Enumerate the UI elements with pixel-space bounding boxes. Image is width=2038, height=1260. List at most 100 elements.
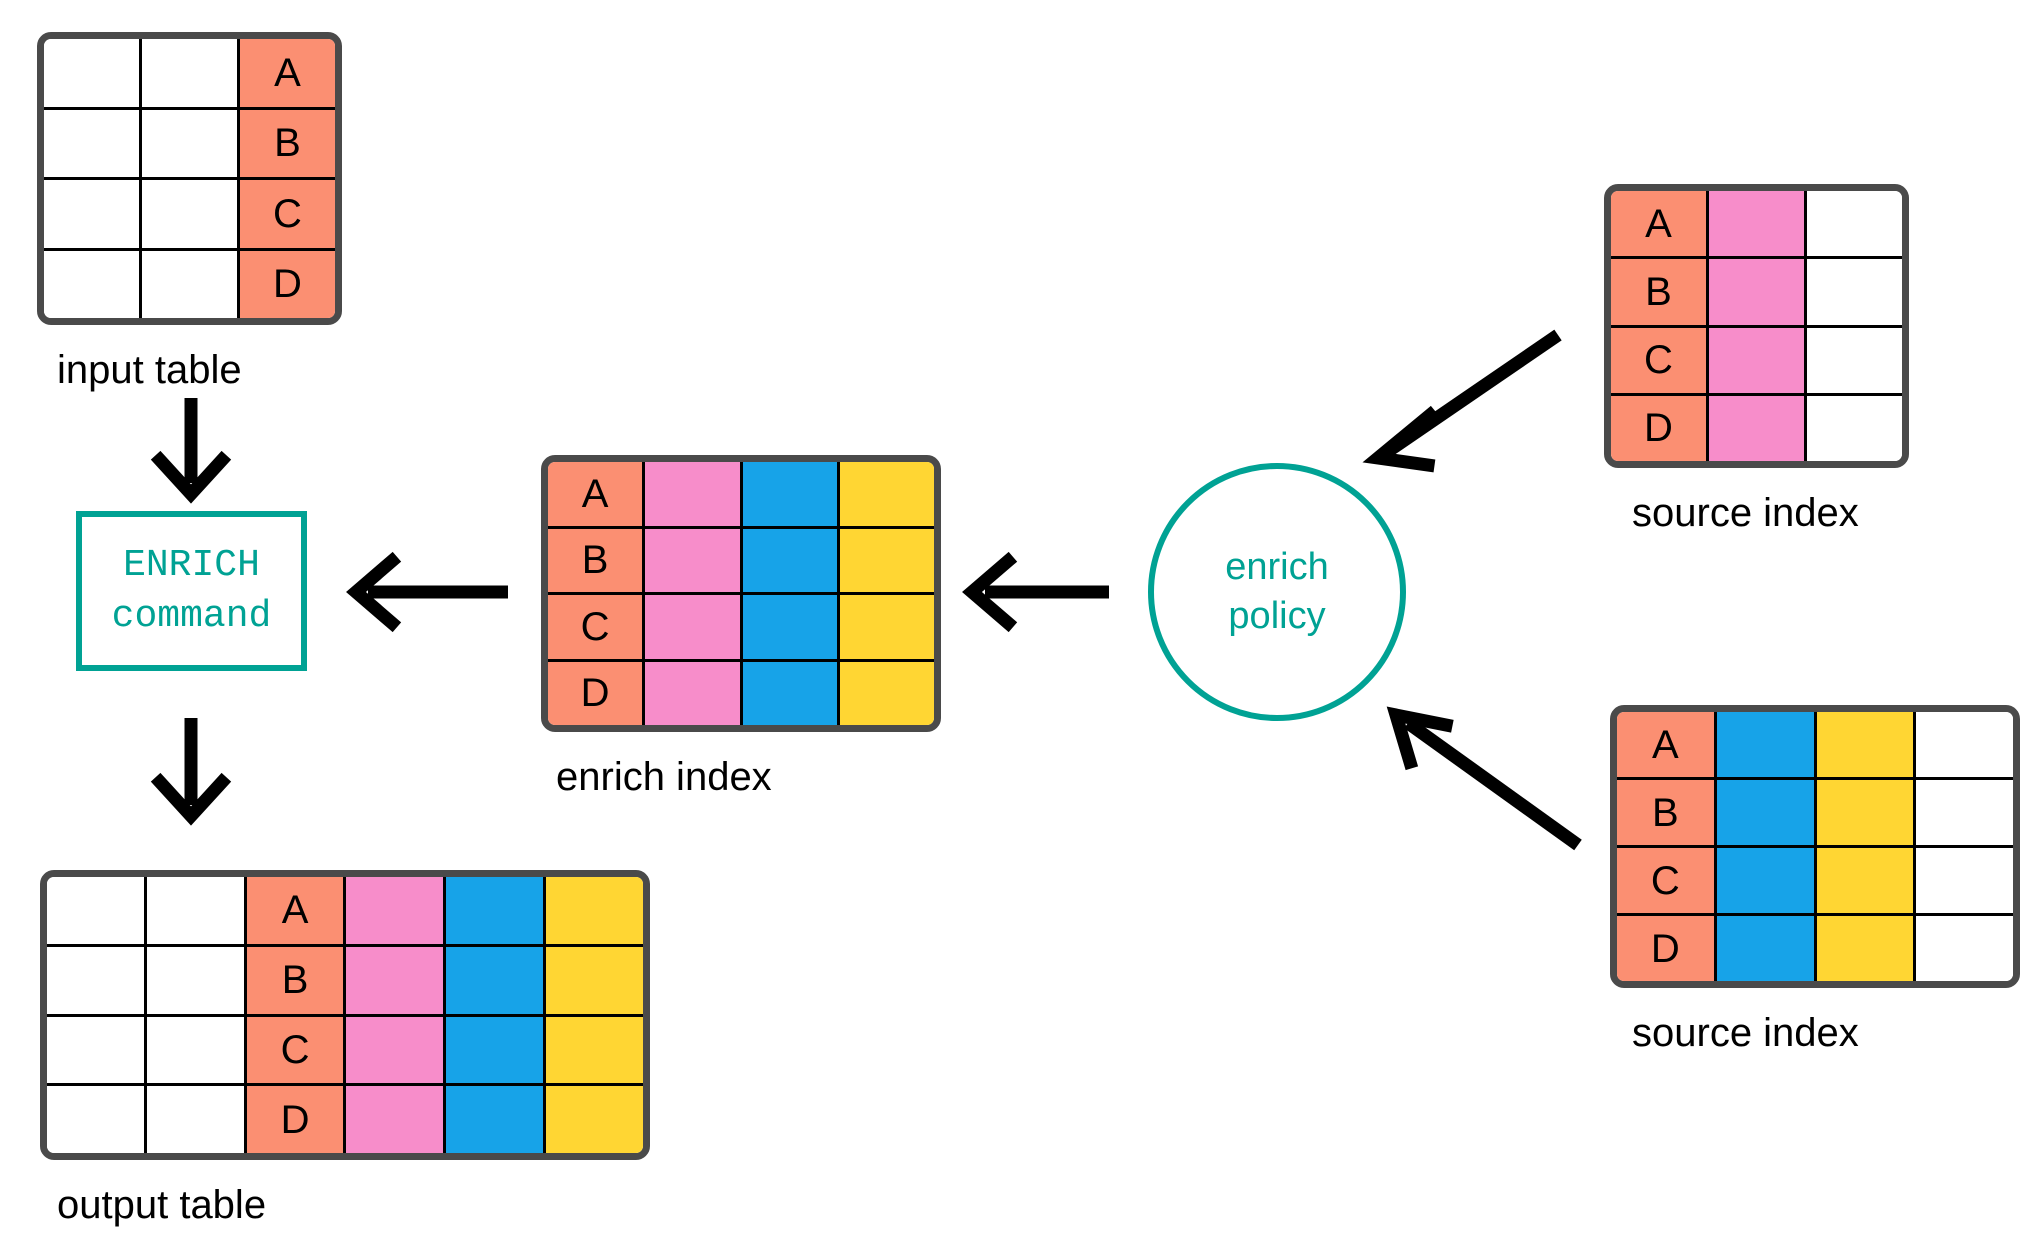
source-index-top-table: A B C D bbox=[1604, 184, 1909, 468]
enrich-policy-node[interactable]: enrich policy bbox=[1148, 463, 1406, 721]
table-cell-blank bbox=[47, 946, 147, 1014]
table-cell-field bbox=[1709, 327, 1807, 393]
table-cell-field bbox=[446, 946, 547, 1014]
table-cell-field bbox=[1816, 848, 1917, 913]
table-row: D bbox=[47, 1086, 643, 1153]
table-cell-field bbox=[546, 1016, 643, 1084]
table-cell-field bbox=[1716, 780, 1817, 845]
table-row: A bbox=[1617, 712, 2013, 780]
table-cell-key: B bbox=[1617, 780, 1717, 845]
table-cell-field bbox=[1816, 712, 1917, 777]
enrich-command-line1: ENRICH bbox=[123, 543, 260, 587]
table-cell-field bbox=[346, 1086, 447, 1153]
table-cell-field bbox=[346, 877, 447, 944]
table-row: D bbox=[1617, 916, 2013, 981]
table-cell-blank bbox=[1807, 395, 1902, 461]
table-cell-blank bbox=[142, 39, 240, 107]
table-row: D bbox=[44, 250, 335, 318]
table-cell-key: D bbox=[246, 1086, 347, 1153]
table-cell-key: C bbox=[1617, 848, 1717, 913]
table-row: B bbox=[548, 528, 934, 595]
table-cell-key: C bbox=[240, 180, 335, 248]
table-row: B bbox=[47, 946, 643, 1017]
arrow-source-index-top-to-policy bbox=[1362, 329, 1562, 473]
table-cell-key: A bbox=[246, 877, 347, 944]
table-cell-key: D bbox=[548, 661, 646, 725]
table-cell-key: C bbox=[1611, 327, 1709, 393]
table-cell-field bbox=[1716, 712, 1817, 777]
enrich-policy-line1: enrich bbox=[1225, 545, 1329, 588]
table-cell-field bbox=[839, 528, 934, 592]
table-cell-blank bbox=[1916, 848, 2013, 913]
table-cell-key: A bbox=[240, 39, 335, 107]
table-cell-blank bbox=[142, 250, 240, 318]
table-row: A bbox=[47, 877, 643, 947]
table-row: B bbox=[1617, 780, 2013, 848]
table-row: A bbox=[548, 462, 934, 529]
table-cell-field bbox=[1709, 395, 1807, 461]
table-cell-blank bbox=[146, 1086, 247, 1153]
table-cell-field bbox=[446, 1086, 547, 1153]
table-cell-field bbox=[742, 462, 840, 526]
table-row: D bbox=[1611, 395, 1902, 461]
table-cell-blank bbox=[146, 946, 247, 1014]
table-cell-blank bbox=[44, 109, 142, 177]
table-cell-key: B bbox=[240, 109, 335, 177]
table-cell-key: B bbox=[246, 946, 347, 1014]
table-cell-blank bbox=[146, 1016, 247, 1084]
table-row: C bbox=[1617, 848, 2013, 916]
enrich-command-box[interactable]: ENRICH command bbox=[76, 511, 307, 671]
table-cell-blank bbox=[1807, 191, 1902, 257]
table-cell-field bbox=[742, 661, 840, 725]
source-index-top-caption: source index bbox=[1632, 491, 1859, 535]
enrich-index-caption: enrich index bbox=[556, 755, 772, 799]
table-cell-blank bbox=[47, 1086, 147, 1153]
table-cell-key: D bbox=[240, 250, 335, 318]
table-row: B bbox=[44, 109, 335, 180]
table-cell-blank bbox=[146, 877, 247, 944]
output-table-caption: output table bbox=[57, 1183, 267, 1227]
table-cell-field bbox=[1816, 780, 1917, 845]
table-cell-field bbox=[446, 877, 547, 944]
table-cell-blank bbox=[142, 109, 240, 177]
enrich-command-line2: command bbox=[111, 595, 272, 638]
table-cell-key: B bbox=[1611, 259, 1709, 325]
table-cell-field bbox=[742, 595, 840, 659]
table-cell-field bbox=[1716, 916, 1817, 981]
table-cell-field bbox=[645, 462, 743, 526]
table-cell-blank bbox=[142, 180, 240, 248]
table-cell-key: C bbox=[246, 1016, 347, 1084]
table-row: A bbox=[44, 39, 335, 110]
table-row: B bbox=[1611, 259, 1902, 328]
table-cell-field bbox=[839, 462, 934, 526]
table-cell-blank bbox=[44, 180, 142, 248]
arrow-command-to-output bbox=[150, 718, 232, 826]
table-cell-field bbox=[446, 1016, 547, 1084]
table-row: C bbox=[548, 595, 934, 662]
table-cell-field bbox=[546, 946, 643, 1014]
table-cell-field bbox=[1709, 259, 1807, 325]
table-row: C bbox=[44, 180, 335, 251]
table-row: A bbox=[1611, 191, 1902, 260]
table-cell-blank bbox=[1916, 712, 2013, 777]
enrich-policy-line2: policy bbox=[1228, 595, 1326, 637]
table-cell-field bbox=[645, 661, 743, 725]
arrow-policy-to-enrich-index bbox=[962, 551, 1109, 633]
table-cell-blank bbox=[47, 1016, 147, 1084]
table-cell-field bbox=[839, 661, 934, 725]
table-cell-field bbox=[546, 1086, 643, 1153]
source-index-bottom-table: A B C D bbox=[1610, 705, 2020, 988]
table-cell-blank bbox=[1916, 916, 2013, 981]
table-cell-blank bbox=[1807, 327, 1902, 393]
table-cell-key: A bbox=[1611, 191, 1709, 257]
table-cell-field bbox=[839, 595, 934, 659]
arrow-enrich-index-to-command bbox=[346, 551, 508, 633]
table-cell-field bbox=[1816, 916, 1917, 981]
table-row: C bbox=[1611, 327, 1902, 396]
arrow-input-to-command bbox=[150, 398, 232, 504]
table-cell-blank bbox=[47, 877, 147, 944]
input-table: A B C D bbox=[37, 32, 342, 325]
table-cell-field bbox=[645, 595, 743, 659]
table-cell-key: D bbox=[1611, 395, 1709, 461]
table-cell-blank bbox=[1807, 259, 1902, 325]
